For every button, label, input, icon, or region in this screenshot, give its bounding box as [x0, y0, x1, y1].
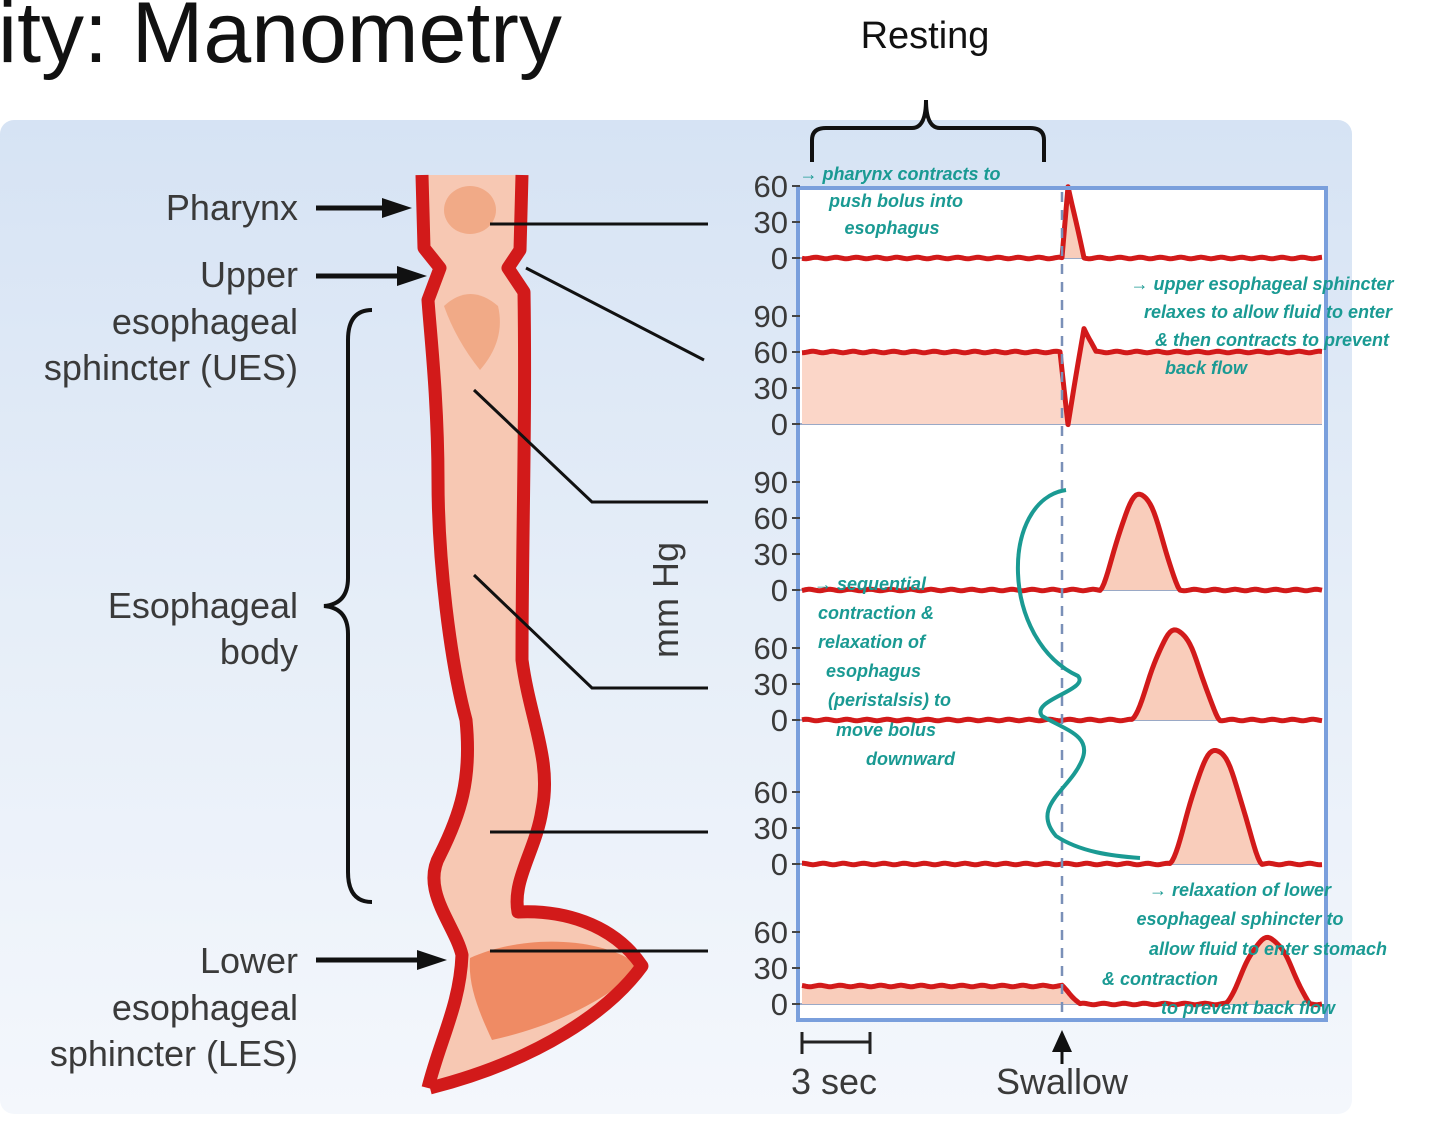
note-les-2: esophageal sphincter to [1136, 909, 1343, 929]
arrow-head-ues [397, 266, 427, 286]
note-ues-1: → upper esophageal sphincter [1130, 274, 1394, 294]
note-body-3: relaxation of [818, 632, 927, 652]
esophagus-lumen [422, 175, 642, 1088]
track-esophageal-body-lower-tick-60: 60 [754, 775, 788, 810]
note-les-3: allow fluid to enter stomach [1149, 939, 1387, 959]
handwritten-annotations: → pharynx contracts to push bolus into e… [799, 164, 1394, 1018]
note-body-5: (peristalsis) to [828, 690, 951, 710]
note-les-5: to prevent back flow [1161, 998, 1336, 1018]
note-body-7: downward [866, 749, 956, 769]
track-esophageal-body-middle-tick-30: 30 [754, 667, 788, 702]
resting-label: Resting [861, 15, 990, 57]
note-pharynx-1: → pharynx contracts to [799, 164, 1000, 184]
track-lower-esophageal-sphincter-tick-0: 0 [771, 987, 788, 1022]
label-pharynx: Pharynx [166, 187, 298, 228]
track-esophageal-body-upper-tick-90: 90 [754, 465, 788, 500]
track-esophageal-body-upper-tick-0: 0 [771, 573, 788, 608]
track-pharynx-tick-30: 30 [754, 205, 788, 240]
track-esophageal-body-middle-tick-60: 60 [754, 631, 788, 666]
note-body-1: → sequential [814, 574, 927, 594]
note-body-2: contraction & [818, 603, 934, 623]
track-upper-esophageal-sphincter-trace [801, 326, 1323, 428]
note-pharynx-3: esophagus [844, 218, 939, 238]
arrow-head-les [417, 950, 447, 970]
track-pharynx [796, 184, 1323, 262]
note-body-6: move bolus [836, 720, 936, 740]
esophagus-left-wall [415, 174, 475, 1090]
label-ues-line2: esophageal [112, 301, 298, 342]
label-les-line2: esophageal [112, 987, 298, 1028]
time-scale-bar [800, 1032, 872, 1054]
track-pharynx-tick-0: 0 [771, 241, 788, 276]
label-les-line3: sphincter (LES) [50, 1033, 298, 1074]
label-ues-line1: Upper [200, 254, 298, 295]
note-pharynx-2: push bolus into [828, 191, 963, 211]
note-ues-4: back flow [1165, 358, 1248, 378]
note-les-4: & contraction [1102, 969, 1218, 989]
track-upper-esophageal-sphincter-tick-30: 30 [754, 371, 788, 406]
label-body-line2: body [220, 631, 298, 672]
note-les-1: → relaxation of lower [1149, 880, 1332, 900]
note-ues-2: relaxes to allow fluid to enter [1144, 302, 1393, 322]
resting-bracket [810, 99, 1046, 162]
chart-frame [796, 186, 1328, 1022]
track-lower-esophageal-sphincter-tick-60: 60 [754, 915, 788, 950]
note-body-4: esophagus [826, 661, 921, 681]
esophageal-body-brace [323, 308, 373, 904]
label-les-line1: Lower [200, 940, 298, 981]
track-esophageal-body-upper-tick-60: 60 [754, 501, 788, 536]
swallow-label: Swallow [996, 1061, 1129, 1102]
track-pharynx-trace [801, 184, 1323, 262]
swallow-arrow-icon [1052, 1030, 1072, 1052]
track-upper-esophageal-sphincter-tick-90: 90 [754, 299, 788, 334]
track-upper-esophageal-sphincter-tick-0: 0 [771, 407, 788, 442]
y-axis-unit: mm Hg [645, 542, 686, 658]
time-scale-label: 3 sec [791, 1061, 877, 1102]
track-pharynx-tick-60: 60 [754, 169, 788, 204]
track-esophageal-body-lower-area [802, 750, 1322, 865]
label-ues-line3: sphincter (UES) [44, 347, 298, 388]
note-ues-3: & then contracts to prevent [1155, 330, 1390, 350]
anatomy-labels: Pharynx Upper esophageal sphincter (UES)… [44, 187, 298, 1074]
slide-title: ity: Manometry [0, 0, 562, 81]
track-esophageal-body-lower-tick-0: 0 [771, 847, 788, 882]
leader-lines [472, 222, 708, 953]
track-esophageal-body-lower-tick-30: 30 [754, 811, 788, 846]
track-upper-esophageal-sphincter-tick-60: 60 [754, 335, 788, 370]
track-esophageal-body-middle-tick-0: 0 [771, 703, 788, 738]
arrow-head-pharynx [382, 198, 412, 218]
label-body-line1: Esophageal [108, 585, 298, 626]
label-arrows [316, 198, 447, 970]
track-lower-esophageal-sphincter-tick-30: 30 [754, 951, 788, 986]
peristalsis-wave-scribble [1016, 488, 1141, 860]
track-esophageal-body-upper-tick-30: 30 [754, 537, 788, 572]
